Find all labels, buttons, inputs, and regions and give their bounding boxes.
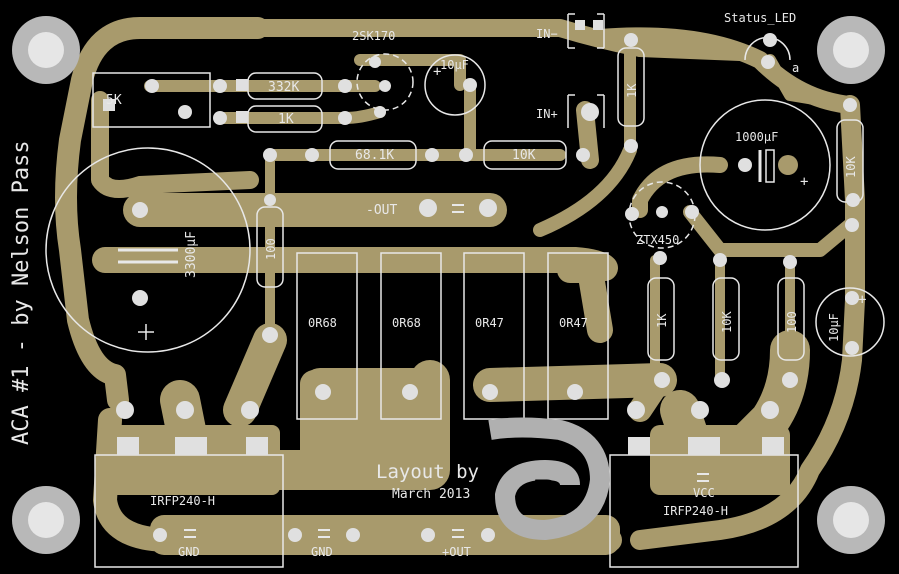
pot-outline xyxy=(92,72,211,128)
r1k-top-label: 1K xyxy=(278,112,294,127)
r10k-mid-label: 10K xyxy=(512,148,536,163)
flood-bottom-bar xyxy=(150,515,620,555)
board-title: ACA #1 - by Nelson Pass xyxy=(9,140,34,445)
r0r68-a-label: 0R68 xyxy=(308,316,337,330)
in-minus-bracket xyxy=(567,13,605,49)
r100-left-label: 100 xyxy=(264,238,278,260)
r68k-label: 68.1K xyxy=(355,148,394,163)
cap1000u-plate-b xyxy=(765,149,775,183)
silkscreen-layer xyxy=(45,13,885,568)
round-pads xyxy=(116,33,860,542)
r0r47-a-body xyxy=(463,252,525,420)
vcc-label: VCC xyxy=(693,486,715,500)
terminal-marks xyxy=(184,204,709,538)
r10k-mid-body xyxy=(483,140,567,170)
trace-res-rail xyxy=(557,257,613,343)
r1k-vert-label: 1K xyxy=(625,83,639,98)
r0r68-b-label: 0R68 xyxy=(392,316,421,330)
cap10u-top-plus: + xyxy=(433,64,441,80)
r0r68-a-body xyxy=(296,252,358,420)
square-pads xyxy=(103,20,784,455)
mounting-hole-top-left xyxy=(12,16,80,84)
designer-logo: R xyxy=(488,417,611,541)
trace-1000u xyxy=(632,156,728,218)
cap10u-right-label: 10μF xyxy=(827,313,841,342)
mosfet-left-label: IRFP240-H xyxy=(150,494,215,508)
r1k-vert-body xyxy=(617,47,645,127)
trace-gate-left xyxy=(223,323,287,427)
r0r47-a-label: 0R47 xyxy=(475,316,504,330)
in-plus-label: IN+ xyxy=(536,107,558,121)
credit-line: Layout by xyxy=(376,461,479,483)
trace-jfet-a xyxy=(354,54,466,91)
jfet-label: 2SK170 xyxy=(352,29,395,43)
credit-date: March 2013 xyxy=(392,487,470,502)
gnd-left-label: GND xyxy=(178,545,200,559)
gnd-mid-label: GND xyxy=(311,545,333,559)
trace-zetex-right xyxy=(683,205,857,257)
mosfet-right-label: IRFP240-H xyxy=(663,504,728,518)
r0r47-b-body xyxy=(547,252,609,420)
out-minus-label: -OUT xyxy=(366,203,397,218)
cap1000u-outline xyxy=(699,99,831,231)
logo-letter: R xyxy=(531,474,555,507)
cap3300u-label: 3300μF xyxy=(184,231,199,278)
r68k-body xyxy=(329,140,417,170)
r10k-right-label: 10K xyxy=(844,156,858,178)
r10k-bot-label: 10K xyxy=(720,311,734,333)
cap10u-right-outline xyxy=(815,287,885,357)
r0r47-b-label: 0R47 xyxy=(559,316,588,330)
mounting-hole-bottom-left xyxy=(12,486,80,554)
r10k-bot-body xyxy=(712,277,740,361)
in-plus-bracket xyxy=(567,94,605,128)
out-plus-label: +OUT xyxy=(442,545,471,559)
trace-right-mid xyxy=(473,363,677,402)
r1k-bot-body xyxy=(647,277,675,361)
cap10u-top-label: 10μF xyxy=(440,58,469,72)
cap1000u-label: 1000μF xyxy=(735,130,778,144)
cap10u-right-plus: + xyxy=(858,292,866,308)
trace-zetex xyxy=(533,143,637,237)
mounting-holes xyxy=(12,16,885,554)
mounting-hole-bottom-right xyxy=(817,486,885,554)
copper-flood xyxy=(100,370,790,555)
trace-right-rail xyxy=(630,95,865,550)
zetex-label: ZTX450 xyxy=(636,233,679,247)
led-pin-label: a xyxy=(792,61,799,75)
flood-right-mosfet xyxy=(650,425,790,495)
r100-bot-body xyxy=(777,277,805,361)
pads-layer xyxy=(103,20,860,542)
trace-left-rail xyxy=(55,17,269,411)
trace-cap-loop xyxy=(91,91,259,198)
mounting-hole-top-right xyxy=(817,16,885,84)
trace-ground-bus xyxy=(92,247,618,281)
flood-left-mosfet xyxy=(100,425,280,495)
r1k-bot-label: 1K xyxy=(655,313,669,328)
status-led-label: Status_LED xyxy=(724,11,796,25)
r100-left-body xyxy=(256,206,284,288)
cap3300u-outline xyxy=(45,147,251,353)
trace-led xyxy=(764,54,856,111)
silk-text: ACA #1 - by Nelson Pass Layout by March … xyxy=(9,11,866,559)
cap10u-top-outline xyxy=(424,54,486,116)
pot-label: 5K xyxy=(106,93,122,108)
r332k-label: 332K xyxy=(268,80,299,95)
r100-bot-label: 100 xyxy=(785,311,799,333)
r0r68-b-body xyxy=(380,252,442,420)
cap1000u-plus: + xyxy=(800,174,808,190)
in-minus-label: IN− xyxy=(536,27,558,41)
